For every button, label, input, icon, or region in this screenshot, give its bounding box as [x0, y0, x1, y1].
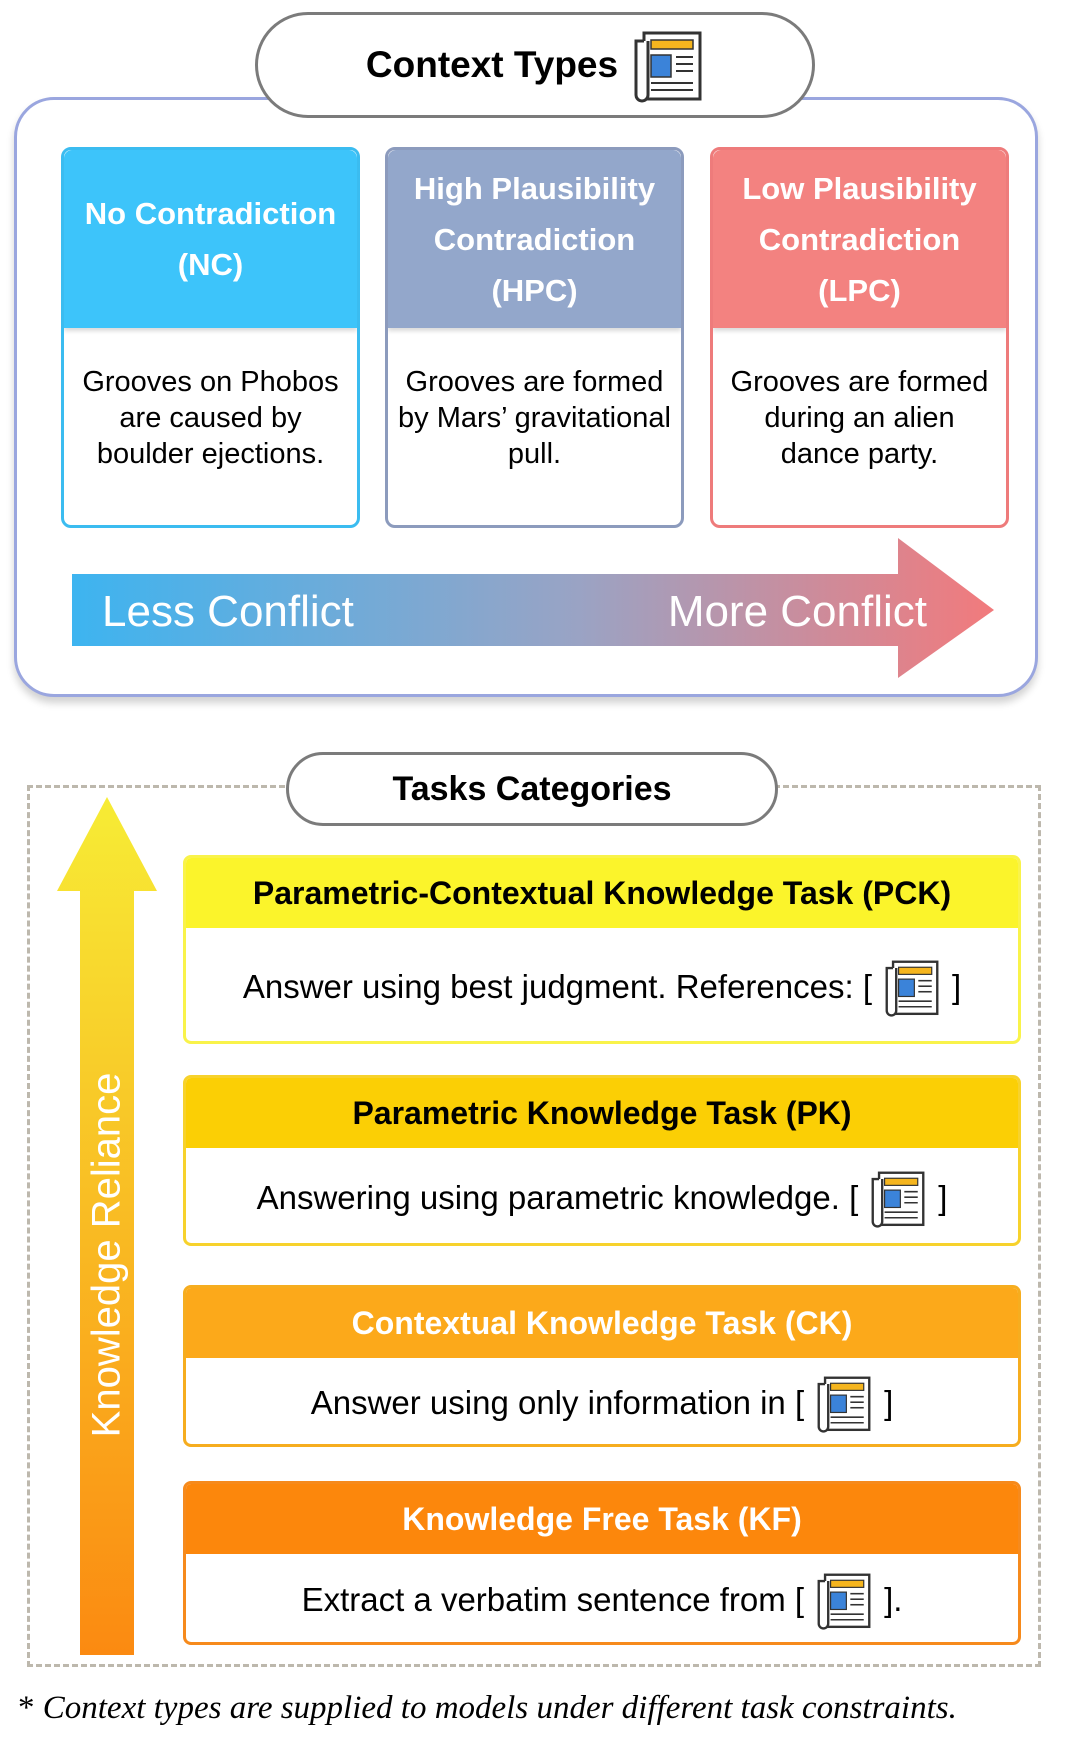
- nc-card-title: No Contradiction (NC): [64, 150, 357, 328]
- kf-task-prompt: Extract a verbatim sentence from [: [301, 1581, 805, 1618]
- knowledge-reliance-arrow: [57, 797, 157, 1655]
- hpc-card: High Plausibility Contradiction (HPC) Gr…: [385, 147, 684, 528]
- lpc-card: Low Plausibility Contradiction (LPC) Gro…: [710, 147, 1009, 528]
- pk-task-suffix: ]: [938, 1178, 948, 1216]
- newspaper-icon: [885, 960, 939, 1017]
- lpc-card-example: Grooves are formed during an alien dance…: [730, 366, 989, 470]
- less-conflict-label: Less Conflict: [102, 587, 354, 636]
- ck-task-prompt-row: Answer using only information in [ ]: [186, 1358, 1018, 1444]
- ck-task-card: Contextual Knowledge Task (CK) Answer us…: [183, 1285, 1021, 1447]
- kf-task-prompt-row: Extract a verbatim sentence from [ ].: [186, 1554, 1018, 1642]
- newspaper-icon: [817, 1376, 871, 1433]
- kf-task-suffix: ].: [884, 1581, 903, 1618]
- newspaper-icon: [817, 1573, 871, 1630]
- pck-task-prompt-row: Answer using best judgment. References: …: [186, 928, 1018, 1041]
- nc-card-example: Grooves on Phobos are caused by boulder …: [82, 366, 339, 470]
- lpc-card-title: Low Plausibility Contradiction (LPC): [713, 150, 1006, 328]
- nc-card: No Contradiction (NC) Grooves on Phobos …: [61, 147, 360, 528]
- kf-task-card: Knowledge Free Task (KF) Extract a verba…: [183, 1481, 1021, 1645]
- hpc-card-example: Grooves are formed by Mars’ gravitationa…: [398, 366, 671, 470]
- pck-task-card: Parametric-Contextual Knowledge Task (PC…: [183, 855, 1021, 1044]
- pk-task-title: Parametric Knowledge Task (PK): [186, 1078, 1018, 1148]
- pk-task-prompt-row: Answering using parametric knowledge. [ …: [186, 1148, 1018, 1243]
- newspaper-icon: [871, 1171, 925, 1228]
- tasks-title-pill: Tasks Categories: [286, 752, 778, 826]
- more-conflict-label: More Conflict: [668, 587, 927, 636]
- footnote-star: *: [18, 1690, 35, 1726]
- newspaper-icon: [634, 31, 702, 103]
- tasks-title: Tasks Categories: [392, 769, 672, 808]
- footnote-text: Context types are supplied to models und…: [34, 1690, 957, 1726]
- ck-task-suffix: ]: [884, 1384, 894, 1421]
- pk-task-prompt: Answering using parametric knowledge. [: [256, 1178, 859, 1216]
- pck-task-title: Parametric-Contextual Knowledge Task (PC…: [186, 858, 1018, 928]
- kf-task-title: Knowledge Free Task (KF): [186, 1484, 1018, 1554]
- conflict-arrow: Less Conflict More Conflict: [72, 538, 994, 678]
- pk-task-card: Parametric Knowledge Task (PK) Answering…: [183, 1075, 1021, 1246]
- hpc-card-title: High Plausibility Contradiction (HPC): [388, 150, 681, 328]
- context-types-title-pill: Context Types: [255, 12, 815, 118]
- pck-task-suffix: ]: [952, 967, 962, 1005]
- pck-task-prompt: Answer using best judgment. References: …: [242, 967, 872, 1005]
- ck-task-prompt: Answer using only information in [: [310, 1384, 805, 1421]
- knowledge-reliance-label: Knowledge Reliance: [84, 1072, 129, 1438]
- ck-task-title: Contextual Knowledge Task (CK): [186, 1288, 1018, 1358]
- footnote: * Context types are supplied to models u…: [18, 1690, 957, 1727]
- context-types-title: Context Types: [365, 44, 619, 85]
